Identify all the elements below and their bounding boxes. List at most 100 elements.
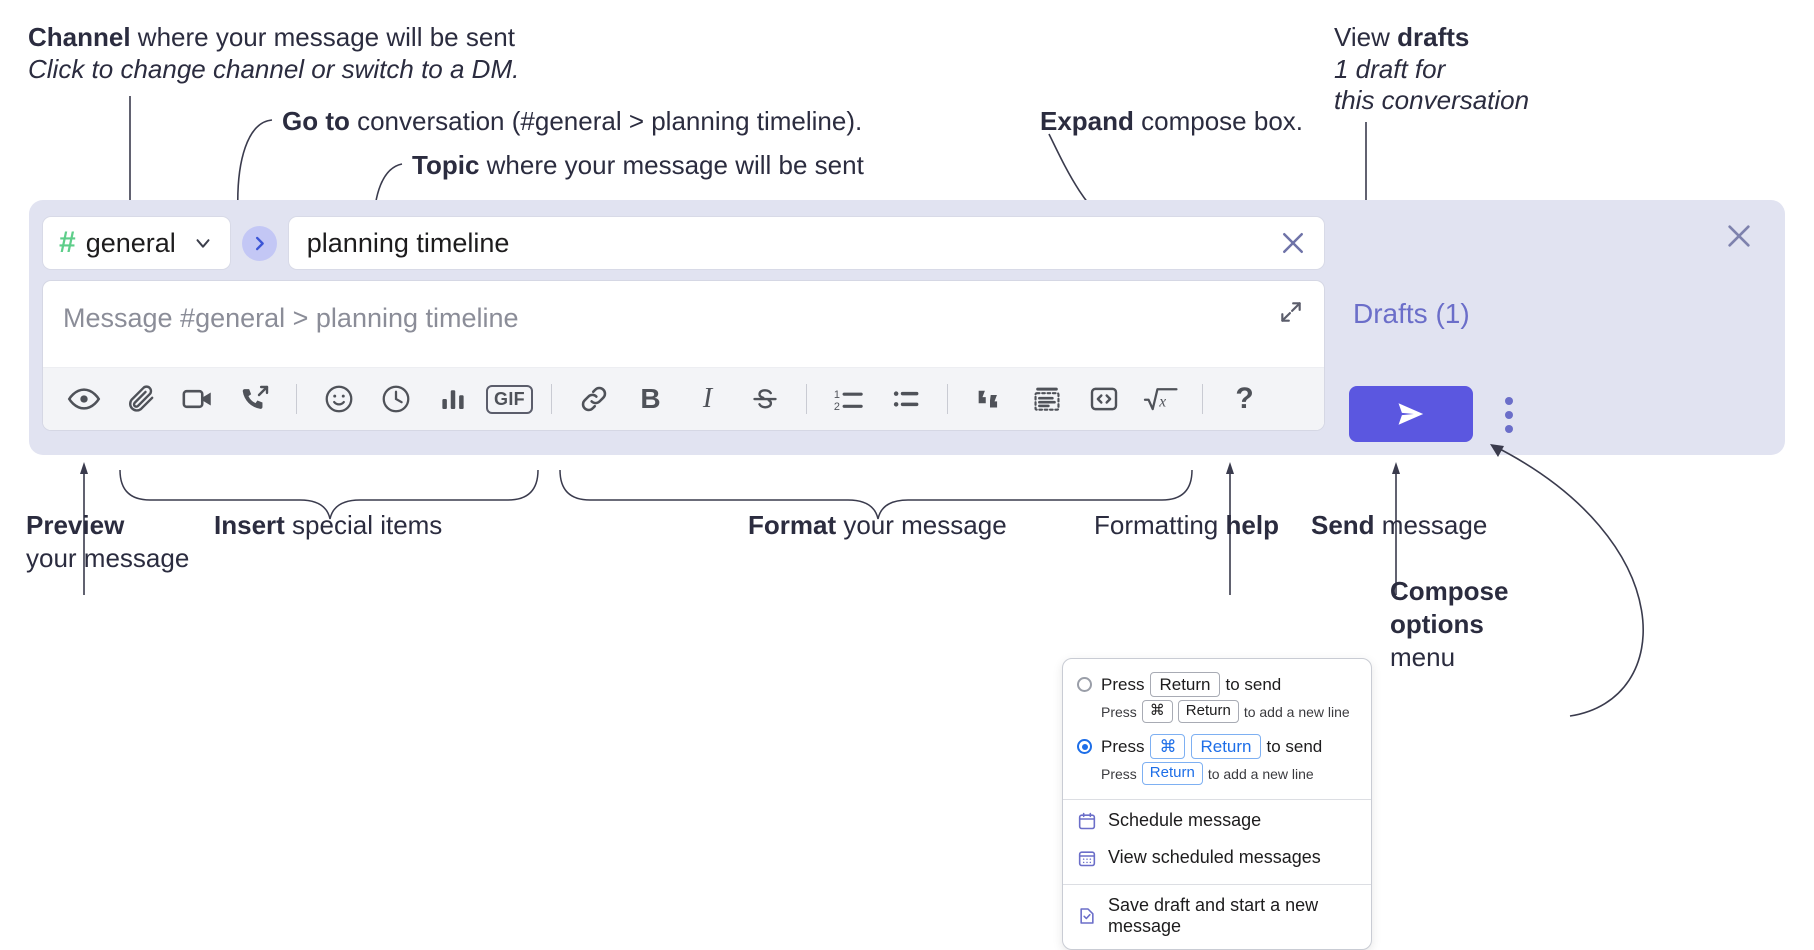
annotation-format-rest: your message <box>836 510 1007 540</box>
send-paper-plane-icon <box>1398 403 1424 425</box>
annotation-expand-bold: Expand <box>1040 106 1134 136</box>
annotation-compose-options-line2: options <box>1390 609 1484 641</box>
annotation-send: Send message <box>1311 510 1487 542</box>
link-icon[interactable] <box>565 376 622 422</box>
save-draft-icon <box>1080 908 1094 924</box>
radio-sub-post: to add a new line <box>1207 765 1314 782</box>
italic-icon[interactable]: I <box>679 376 736 422</box>
key-command: ⌘ <box>1141 700 1173 723</box>
annotation-topic-bold: Topic <box>412 150 480 180</box>
annotation-drafts-rest: View <box>1334 22 1398 52</box>
radio-option-label: Press ⌘ Return to send <box>1101 734 1323 760</box>
annotation-drafts-line3: this conversation <box>1334 85 1529 117</box>
ordered-list-icon[interactable]: 1 2 <box>820 376 877 422</box>
message-placeholder: Message #general > planning timeline <box>63 303 519 333</box>
radio-selected-icon[interactable] <box>1077 739 1092 755</box>
formatting-toolbar: GIF B I 1 <box>43 367 1324 430</box>
radio-option-cmd-return-to-send[interactable]: Press ⌘ Return to send <box>1063 733 1371 760</box>
close-icon[interactable] <box>1719 216 1759 256</box>
annotation-preview-line2: your message <box>26 543 189 575</box>
annotation-expand-rest: compose box. <box>1133 106 1304 136</box>
chevron-right-icon <box>255 236 264 250</box>
reminder-clock-icon[interactable] <box>367 376 424 422</box>
menu-item-label: Save draft and start a new message <box>1108 895 1319 936</box>
annotation-goto: Go to conversation (#general > planning … <box>282 106 862 138</box>
compose-options-menu: Press Return to send Press ⌘ Return to a… <box>1062 658 1372 950</box>
channel-selector[interactable]: # general <box>43 217 230 269</box>
chevron-down-icon <box>192 232 214 254</box>
close-icon[interactable] <box>1276 226 1310 260</box>
topic-field[interactable]: planning timeline <box>288 217 1324 269</box>
channel-name: general <box>85 227 176 258</box>
code-block-icon[interactable] <box>1018 376 1075 422</box>
send-button[interactable] <box>1349 386 1473 442</box>
annotation-preview-line2-text: your message <box>26 543 190 573</box>
help-icon[interactable]: ? <box>1216 376 1273 422</box>
gif-icon[interactable]: GIF <box>481 376 538 422</box>
radio-sub-post: to add a new line <box>1243 703 1350 720</box>
annotation-compose-options-l3: menu <box>1390 642 1456 672</box>
annotation-send-bold: Send <box>1311 510 1375 540</box>
svg-text:2: 2 <box>833 401 839 413</box>
context-row: # general planning timeline <box>43 214 1324 272</box>
key-return: Return <box>1177 700 1239 723</box>
blockquote-icon[interactable] <box>961 376 1018 422</box>
annotation-format: Format your message <box>748 510 1007 542</box>
math-icon[interactable]: x <box>1132 376 1189 422</box>
key-return: Return <box>1150 672 1220 698</box>
help-label: ? <box>1235 382 1254 415</box>
message-input[interactable]: Message #general > planning timeline <box>43 281 1324 367</box>
radio-sub-pre: Press <box>1101 765 1137 782</box>
menu-item-schedule-message[interactable]: Schedule message <box>1063 800 1371 839</box>
hash-icon: # <box>59 226 76 259</box>
drafts-link[interactable]: Drafts (1) <box>1353 298 1470 329</box>
video-icon[interactable] <box>169 376 226 422</box>
annotation-formatting-help: Formatting help <box>1094 510 1279 542</box>
annotation-compose-options-l1: Compose <box>1390 576 1509 606</box>
radio-sub-pre: Press <box>1101 703 1137 720</box>
toolbar-separator <box>1202 384 1203 414</box>
bold-icon[interactable]: B <box>622 376 679 422</box>
radio-main-post: to send <box>1225 674 1282 694</box>
italic-label: I <box>702 383 713 414</box>
preview-icon[interactable] <box>55 376 112 422</box>
code-icon[interactable] <box>1075 376 1132 422</box>
annotation-channel-title-rest: where your message will be sent <box>130 22 515 52</box>
compose-panel: # general planning timeline Message #gen… <box>29 200 1785 455</box>
key-command: ⌘ <box>1150 734 1186 760</box>
calendar-grid-icon <box>1078 850 1096 866</box>
toolbar-separator <box>806 384 807 414</box>
bulleted-list-icon[interactable] <box>877 376 934 422</box>
annotation-drafts-line2-text: 1 draft for <box>1334 54 1446 84</box>
strikethrough-icon[interactable] <box>736 376 793 422</box>
huddle-icon[interactable] <box>226 376 283 422</box>
annotation-preview-bold-text: Preview <box>26 510 125 540</box>
annotation-channel-subtitle-text: Click to change channel or switch to a D… <box>28 54 520 84</box>
radio-unselected-icon[interactable] <box>1077 677 1092 693</box>
goto-conversation-button[interactable] <box>241 225 277 261</box>
kebab-menu-icon[interactable] <box>1491 390 1527 440</box>
emoji-icon[interactable] <box>310 376 367 422</box>
annotation-formatting-help-rest: Formatting <box>1094 510 1226 540</box>
compose-inner: # general planning timeline Message #gen… <box>43 214 1324 430</box>
radio-option-return-to-send[interactable]: Press Return to send <box>1063 671 1371 698</box>
menu-item-view-scheduled-messages[interactable]: View scheduled messages <box>1063 839 1371 876</box>
toolbar-separator <box>296 384 297 414</box>
annotation-send-rest: message <box>1374 510 1488 540</box>
radio-option-sub-hint: Press ⌘ Return to add a new line <box>1063 698 1371 729</box>
radio-main-pre: Press <box>1101 674 1145 694</box>
poll-bars-icon[interactable] <box>424 376 481 422</box>
key-return: Return <box>1191 734 1261 760</box>
expand-icon[interactable] <box>1274 295 1308 329</box>
calendar-schedule-icon <box>1078 812 1096 829</box>
menu-item-save-draft[interactable]: Save draft and start a new message <box>1063 885 1371 949</box>
menu-divider <box>1063 799 1371 800</box>
annotation-preview-bold: Preview <box>26 510 124 542</box>
annotation-topic-rest: where your message will be sent <box>479 150 864 180</box>
attachment-icon[interactable] <box>112 376 169 422</box>
radio-main-post: to send <box>1266 736 1323 756</box>
annotation-goto-bold: Go to <box>282 106 350 136</box>
menu-divider <box>1063 884 1371 885</box>
annotation-channel-title-bold: Channel <box>28 22 131 52</box>
